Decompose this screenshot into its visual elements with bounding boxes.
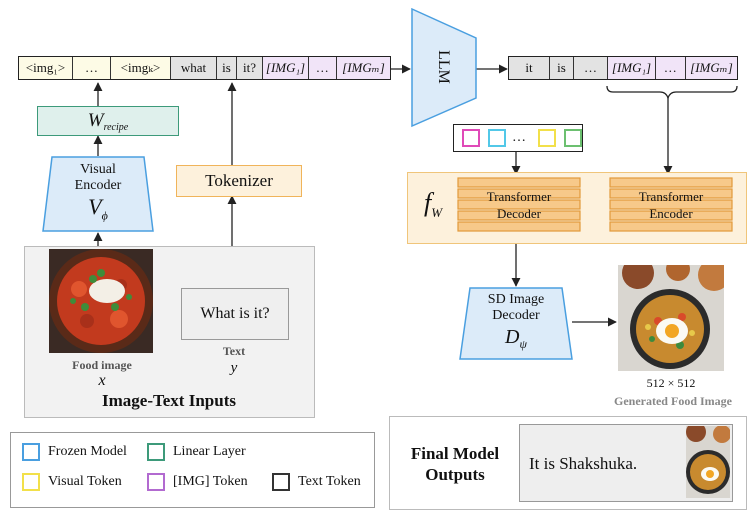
transformer-encoder-label: Transformer Encoder xyxy=(608,188,734,222)
sd-decoder-line1: SD Image xyxy=(487,292,545,307)
final-outputs-title-line1: Final Model xyxy=(410,444,500,463)
fw-symbol: f xyxy=(424,188,432,217)
generated-food-image xyxy=(618,265,724,371)
out-img-token-ellipsis: … xyxy=(655,57,685,79)
food-image-label: Food image xyxy=(72,358,132,372)
visual-token-first: <img₁> xyxy=(19,57,72,79)
sd-decoder-d: D xyxy=(505,326,520,348)
llm-shape xyxy=(411,8,477,128)
query-token-pink xyxy=(462,129,480,147)
text-token-it: it? xyxy=(236,57,262,79)
visual-token-ellipsis: … xyxy=(72,57,110,79)
legend-visual-label: Visual Token xyxy=(48,474,122,489)
text-token-is: is xyxy=(216,57,236,79)
learned-query-tokens: … xyxy=(453,124,583,152)
legend-frozen-swatch xyxy=(22,443,40,461)
text-input-variable: y xyxy=(230,360,238,376)
out-text-token-it: it xyxy=(509,57,549,79)
query-token-cyan xyxy=(488,129,506,147)
legend-text-token: Text Token xyxy=(272,473,361,491)
final-outputs-title: Final Model Outputs xyxy=(395,443,515,485)
visual-encoder-line1: Visual xyxy=(80,162,116,177)
legend-img-token: [IMG] Token xyxy=(147,473,248,491)
generated-image-caption: Generated Food Image xyxy=(614,394,732,408)
w-recipe-subscript: recipe xyxy=(103,122,129,134)
output-token-sequence: it is … [IMG₁] … [IMGₘ] xyxy=(508,56,738,80)
out-img-token-last: [IMGₘ] xyxy=(685,57,737,79)
food-image-variable: x xyxy=(98,372,106,389)
input-token-sequence: <img₁> … <imgₖ> what is it? [IMG₁] … [IM… xyxy=(18,56,391,80)
legend-img-swatch xyxy=(147,473,165,491)
visual-encoder-symbol: Vϕ xyxy=(42,194,154,228)
food-image xyxy=(49,249,153,353)
legend-linear-swatch xyxy=(147,443,165,461)
llm-label: LLM xyxy=(435,50,452,84)
w-recipe-linear-layer: Wrecipe xyxy=(37,106,179,136)
encoder-line1: Transformer xyxy=(638,189,704,204)
visual-encoder-phi: ϕ xyxy=(101,208,108,223)
img-token-first: [IMG₁] xyxy=(262,57,308,79)
visual-token-last: <imgₖ> xyxy=(110,57,170,79)
sd-decoder-psi: ψ xyxy=(519,337,527,351)
legend-linear-label: Linear Layer xyxy=(173,444,246,459)
legend-visual-swatch xyxy=(22,473,40,491)
answer-text: It is Shakshuka. xyxy=(529,454,638,473)
tokenizer-box: Tokenizer xyxy=(176,165,302,197)
legend-img-label: [IMG] Token xyxy=(173,474,248,489)
decoder-line2: Decoder xyxy=(496,206,542,221)
visual-encoder-v: V xyxy=(88,194,102,219)
legend xyxy=(10,432,375,508)
final-outputs-title-line2: Outputs xyxy=(425,465,485,484)
out-img-token-first: [IMG₁] xyxy=(607,57,655,79)
answer-food-thumbnail xyxy=(686,426,730,498)
query-ellipsis: … xyxy=(512,130,526,145)
visual-encoder-label: Visual Encoder Vϕ xyxy=(42,162,154,228)
legend-frozen-label: Frozen Model xyxy=(48,444,127,459)
legend-linear-layer: Linear Layer xyxy=(147,443,246,461)
question-box: What is it? xyxy=(181,288,289,340)
sd-decoder-shape xyxy=(459,287,573,360)
legend-text-swatch xyxy=(272,473,290,491)
text-token-what: what xyxy=(170,57,216,79)
visual-encoder-line2: Encoder xyxy=(74,178,122,193)
sd-decoder-line2: Decoder xyxy=(492,308,540,323)
img-token-last: [IMGₘ] xyxy=(336,57,390,79)
sd-decoder-symbol: Dψ xyxy=(458,324,574,357)
out-text-token-ellipsis: … xyxy=(573,57,607,79)
legend-visual-token: Visual Token xyxy=(22,473,122,491)
encoder-line2: Encoder xyxy=(649,206,693,221)
query-token-yellow xyxy=(538,129,556,147)
fw-label: fW xyxy=(424,188,442,221)
legend-text-label: Text Token xyxy=(298,474,361,489)
transformer-encoder-stack xyxy=(609,177,733,232)
inputs-panel-title: Image-Text Inputs xyxy=(102,391,236,410)
legend-frozen-model: Frozen Model xyxy=(22,443,127,461)
out-text-token-is: is xyxy=(549,57,573,79)
decoder-line1: Transformer xyxy=(486,189,552,204)
query-token-green xyxy=(564,129,582,147)
fw-subscript: W xyxy=(431,205,443,221)
visual-encoder-shape xyxy=(42,156,154,232)
transformer-decoder-stack xyxy=(457,177,581,232)
resolution-label: 512 × 512 xyxy=(646,376,696,390)
text-input-label: Text xyxy=(222,344,246,358)
transformer-decoder-label: Transformer Decoder xyxy=(456,188,582,222)
sd-decoder-label: SD Image Decoder Dψ xyxy=(458,292,574,357)
img-token-ellipsis: … xyxy=(308,57,336,79)
w-recipe-symbol: W xyxy=(87,110,104,131)
